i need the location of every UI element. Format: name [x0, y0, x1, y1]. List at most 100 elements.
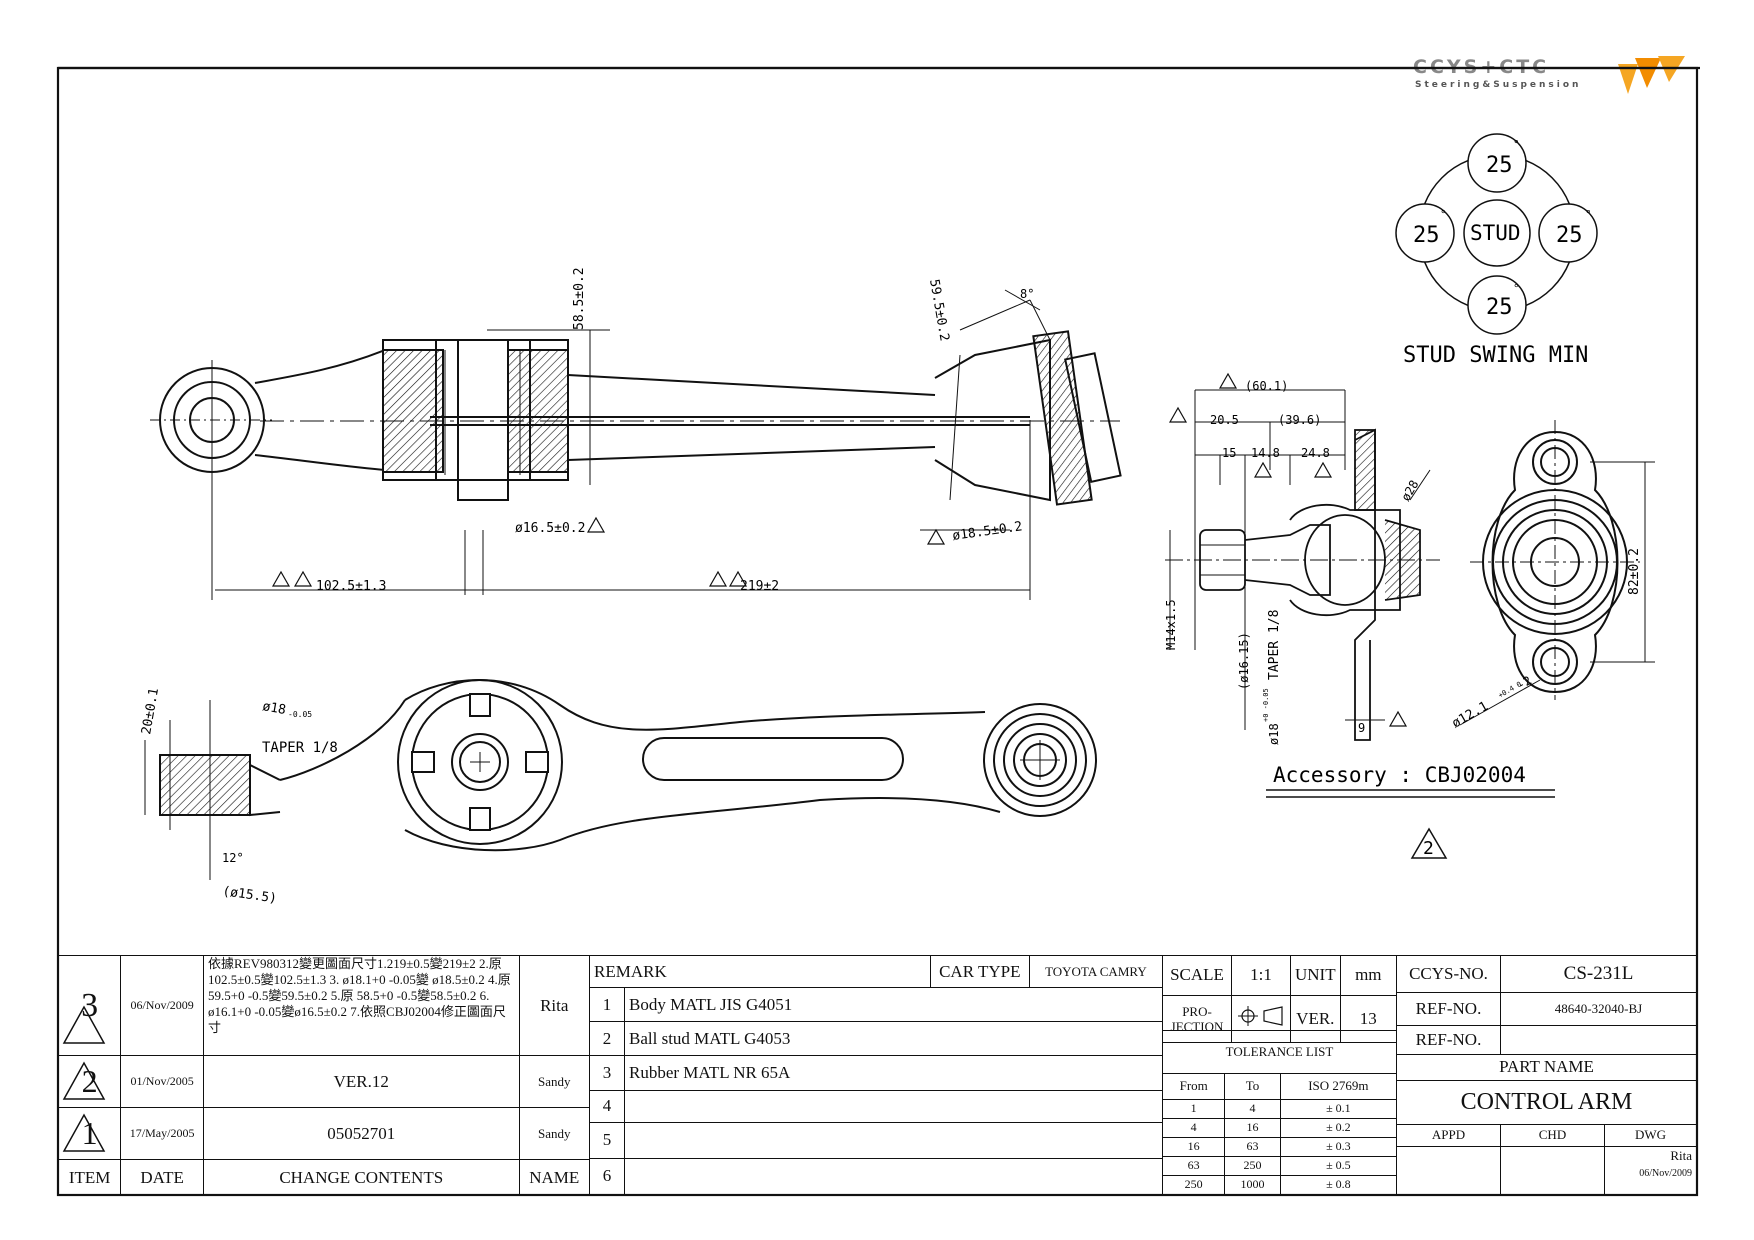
- remark-text: Ball stud MATL G4053: [624, 1021, 1163, 1057]
- remark-text: [624, 1089, 1163, 1123]
- tol-cell: 63: [1161, 1155, 1226, 1176]
- tol-cell: 250: [1161, 1174, 1226, 1196]
- stud-swing-left: 25: [1413, 223, 1440, 248]
- rev-name: Sandy: [518, 1107, 591, 1160]
- plan-view: [144, 679, 1097, 880]
- remark-no: 2: [589, 1021, 625, 1057]
- revision-table: 3 06/Nov/2009 依據REV980312變更圖面尺寸1.219±0.5…: [57, 955, 591, 1196]
- chd-signature: [1500, 1145, 1605, 1196]
- remark-no: 1: [589, 987, 625, 1023]
- rev-date: 17/May/2005: [120, 1107, 204, 1160]
- tolerance-header: ISO 2769m: [1279, 1072, 1398, 1100]
- logo-tagline: Steering&Suspension: [1415, 80, 1582, 90]
- dim-82: 82±0.2: [1627, 548, 1642, 595]
- dwg-label: DWG: [1604, 1123, 1697, 1147]
- dim-219: 219±2: [740, 579, 779, 594]
- dim-58-5: 58.5±0.2: [572, 267, 587, 330]
- dim-d16-15: (ø16.15): [1237, 632, 1251, 690]
- revision-triangle: [1410, 827, 1448, 859]
- tolerance-header: To: [1224, 1072, 1281, 1100]
- rev-name: Sandy: [518, 1055, 591, 1108]
- tol-cell: 4: [1224, 1098, 1281, 1119]
- part-info-table: CCYS-NO. CS-231L REF-NO. 48640-32040-BJ …: [1396, 954, 1697, 1196]
- remark-text: Body MATL JIS G4051: [624, 987, 1163, 1023]
- tol-cell: ± 0.5: [1279, 1155, 1398, 1176]
- remark-no: 4: [589, 1089, 625, 1123]
- degree-mark: °: [1585, 208, 1592, 221]
- rev-item: 3: [57, 955, 122, 1056]
- dim-20: 20±0.1: [139, 687, 162, 736]
- dim-20-5: 20.5: [1210, 413, 1239, 427]
- rev-header-date: DATE: [120, 1159, 204, 1196]
- rev-triangle: [587, 517, 605, 533]
- rev-triangle: [1389, 711, 1407, 727]
- dim-d18: ø18: [261, 699, 287, 718]
- ball-joint-detail: [1165, 389, 1440, 741]
- ref-label: REF-NO.: [1396, 992, 1501, 1027]
- tol-cell: 4: [1161, 1117, 1226, 1138]
- remark-text: [624, 1121, 1163, 1159]
- tol-cell: ± 0.8: [1279, 1174, 1398, 1196]
- ref-label-2: REF-NO.: [1396, 1025, 1501, 1055]
- tol-cell: 1: [1161, 1098, 1226, 1119]
- dim-taper-v: TAPER 1/8: [1267, 610, 1282, 680]
- part-name-label: PART NAME: [1396, 1053, 1697, 1081]
- dim-59-5: 59.5±0.2: [926, 278, 952, 342]
- rev-item: 1: [57, 1107, 122, 1160]
- side-section-view: [150, 289, 1122, 600]
- title-block: 3 06/Nov/2009 依據REV980312變更圖面尺寸1.219±0.5…: [57, 954, 1697, 1196]
- ccys-no: CS-231L: [1500, 954, 1697, 994]
- rev-triangle: [1169, 407, 1187, 423]
- dim-d18-tol: -0.05: [288, 710, 312, 719]
- scale-label: SCALE: [1162, 955, 1232, 996]
- dim-d18-v-tol: +0 -0.05: [1262, 688, 1270, 722]
- rev-triangle: [709, 571, 727, 587]
- rev-date: 01/Nov/2005: [120, 1055, 204, 1108]
- rev-triangle: [1254, 462, 1272, 478]
- scale-value: 1:1: [1231, 955, 1291, 996]
- rev-triangle: [927, 529, 945, 545]
- remark-text: Rubber MATL NR 65A: [624, 1055, 1163, 1091]
- dim-24-8: 24.8: [1301, 446, 1330, 460]
- tol-cell: 250: [1224, 1155, 1281, 1176]
- stud-label: STUD: [1470, 221, 1521, 245]
- tol-cell: ± 0.3: [1279, 1136, 1398, 1157]
- chd-label: CHD: [1500, 1123, 1605, 1147]
- dwg-date: 06/Nov/2009: [1639, 1167, 1692, 1179]
- dim-d28: ø28: [1398, 478, 1421, 504]
- stud-swing-right: 25: [1556, 223, 1583, 248]
- degree-mark: °: [1513, 282, 1520, 295]
- dim-9: 9: [1358, 721, 1365, 735]
- tol-cell: 16: [1161, 1136, 1226, 1157]
- rev-content: VER.12: [202, 1055, 520, 1108]
- dim-15: 15: [1222, 446, 1236, 460]
- dim-d18-v: ø18: [1267, 723, 1281, 745]
- remark-text: [624, 1157, 1163, 1196]
- dwg-name: Rita: [1670, 1147, 1692, 1163]
- tol-cell: ± 0.1: [1279, 1098, 1398, 1119]
- stud-swing-top: 25: [1486, 153, 1513, 178]
- tol-cell: ± 0.2: [1279, 1117, 1398, 1138]
- rev-triangle: [1314, 462, 1332, 478]
- dim-102-5: 102.5±1.3: [316, 579, 386, 594]
- dim-d18-5: ø18.5±0.2: [951, 519, 1023, 544]
- rev-triangle: [272, 571, 290, 587]
- rev-triangle: [294, 571, 312, 587]
- revision-mark: 2: [1423, 838, 1434, 859]
- remark-no: 6: [589, 1157, 625, 1196]
- accessory-note: Accessory : CBJ02004: [1273, 763, 1526, 787]
- part-name: CONTROL ARM: [1396, 1079, 1697, 1125]
- ccys-label: CCYS-NO.: [1396, 954, 1501, 994]
- stud-swing-diagram: [1395, 133, 1598, 335]
- rev-name: Rita: [518, 955, 591, 1056]
- rev-header-content: CHANGE CONTENTS: [202, 1159, 520, 1196]
- dim-angle-12: 12°: [222, 851, 244, 865]
- ref-no: 48640-32040-BJ: [1500, 992, 1697, 1027]
- dim-d12-1-n: -2: [1515, 673, 1535, 692]
- remark-label: REMARK: [589, 954, 931, 989]
- dim-14-8: 14.8: [1251, 446, 1280, 460]
- dim-m14: M14x1.5: [1164, 599, 1178, 650]
- car-type-label: CAR TYPE: [929, 954, 1030, 989]
